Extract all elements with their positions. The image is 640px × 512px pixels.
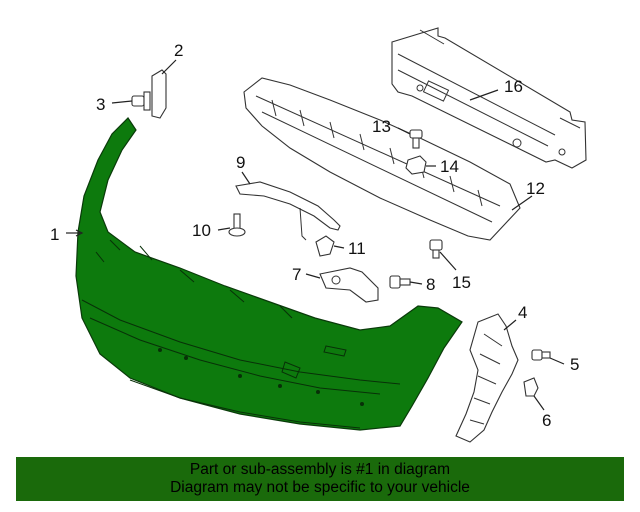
bumper-cover-details [81, 239, 401, 429]
part-8-screw[interactable] [389, 275, 411, 289]
part-5-bolt[interactable] [531, 349, 551, 361]
part-14-nut[interactable] [405, 155, 427, 175]
callout-11: 11 [348, 239, 366, 258]
part-11-clip[interactable] [315, 235, 335, 257]
callout-1: 1 [50, 225, 59, 244]
callout-2: 2 [174, 41, 183, 60]
part-13-stud[interactable] [409, 129, 423, 149]
banner-line-2: Diagram may not be specific to your vehi… [170, 479, 470, 496]
part-1-bumper-cover[interactable] [75, 117, 463, 431]
part-9-bracket-rod[interactable] [235, 181, 341, 241]
callout-15: 15 [452, 273, 471, 292]
callout-4: 4 [518, 303, 527, 322]
callout-12: 12 [526, 179, 545, 198]
part-6-clip[interactable] [523, 377, 539, 397]
part-10-push-pin[interactable] [228, 213, 246, 237]
part-12-energy-absorber[interactable] [243, 77, 521, 241]
callout-3: 3 [96, 95, 105, 114]
callout-9: 9 [236, 153, 245, 172]
callout-8: 8 [426, 275, 435, 294]
callout-6: 6 [542, 411, 551, 430]
part-16-reinforcement-beam[interactable] [391, 27, 587, 169]
leader-lines [66, 59, 565, 411]
info-banner: Part or sub-assembly is #1 in diagram Di… [16, 457, 624, 501]
callout-10: 10 [192, 221, 211, 240]
bumper-cover-shape [75, 117, 463, 431]
part-15-bolt[interactable] [429, 239, 443, 259]
callout-labels: 1 2 3 4 5 6 7 8 9 10 11 12 13 14 15 16 [50, 41, 579, 430]
callout-7: 7 [292, 265, 301, 284]
part-4-side-bracket[interactable] [455, 313, 519, 443]
part-7-bracket[interactable] [319, 267, 379, 303]
parts-diagram: 1 2 3 4 5 6 7 8 9 10 11 12 13 14 15 16 [50, 27, 587, 443]
callout-16: 16 [504, 77, 523, 96]
callout-5: 5 [570, 355, 579, 374]
callout-13: 13 [372, 117, 391, 136]
banner-line-1: Part or sub-assembly is #1 in diagram [189, 461, 451, 478]
callout-14: 14 [440, 157, 459, 176]
part-3-bolt[interactable] [131, 91, 151, 111]
part-2-bracket[interactable] [151, 69, 167, 119]
